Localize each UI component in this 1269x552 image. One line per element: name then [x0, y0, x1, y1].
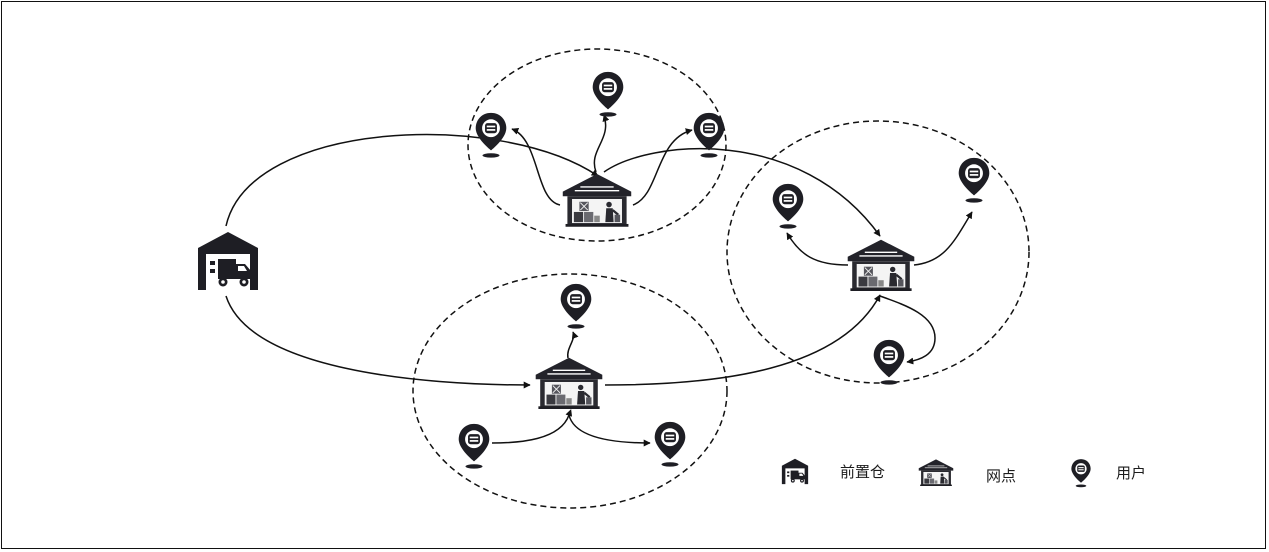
location-pin-icon [458, 423, 490, 469]
legend-warehouse-icon [781, 458, 809, 485]
location-pin-icon [693, 112, 725, 158]
edge-outlet-east-to-user-4 [786, 232, 849, 266]
location-pin-icon [958, 157, 990, 203]
cluster-boundary-north [467, 48, 727, 242]
outlet-building-icon [846, 238, 916, 293]
location-pin-icon [654, 421, 686, 467]
legend-label-user: 用户 [1116, 464, 1147, 482]
edge-outlet-east-to-user-5 [913, 211, 973, 266]
cluster-boundary-south [412, 273, 728, 509]
legend-user-icon [1071, 459, 1091, 488]
location-pin-icon [772, 183, 804, 229]
edge-warehouse-to-outlet-south [225, 295, 531, 389]
edge-outlet-north-to-user-2 [593, 114, 610, 173]
edge-outlet-north-to-user-1 [511, 128, 561, 206]
edge-outlet-south-to-user-7 [567, 331, 579, 359]
edge-outlet-north-to-outlet-east [603, 148, 881, 237]
cluster-boundary-east [726, 120, 1030, 384]
edge-warehouse-to-outlet-north [225, 133, 599, 227]
warehouse-truck-icon [198, 232, 258, 290]
edge-outlet-east-to-user-6 [879, 295, 936, 365]
edge-outlet-south-to-user-9 [568, 414, 651, 447]
outlet-building-icon [561, 172, 633, 228]
legend-label-outlet: 网点 [986, 467, 1017, 485]
location-pin-icon [560, 283, 592, 329]
location-pin-icon [873, 339, 905, 385]
edge-outlet-south-to-user-8 [491, 409, 573, 444]
outlet-building-icon [534, 356, 604, 411]
location-pin-icon [592, 71, 624, 117]
edge-outlet-south-to-outlet-east [604, 294, 881, 386]
edge-outlet-north-to-user-3 [632, 128, 693, 206]
legend-label-warehouse: 前置仓 [840, 463, 886, 481]
location-pin-icon [475, 112, 507, 158]
legend-outlet-icon [918, 458, 954, 486]
